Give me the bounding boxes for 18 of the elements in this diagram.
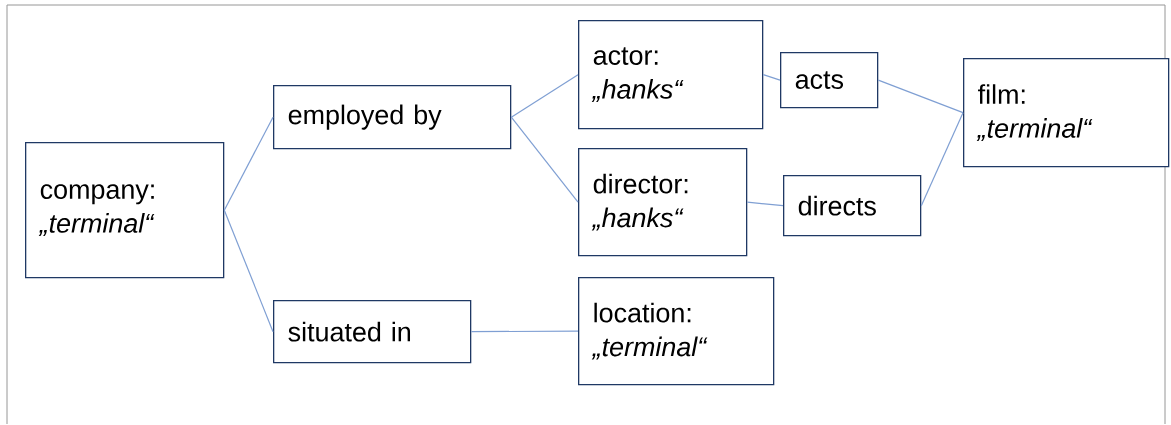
connector-line — [510, 74, 579, 118]
concept-box: situated in — [273, 300, 472, 364]
concept-box: director: „hanks“ — [578, 148, 748, 257]
connector-line — [877, 79, 964, 114]
concept-box: film: „terminal“ — [963, 58, 1170, 168]
concept-box: acts — [780, 52, 879, 109]
connector-line — [746, 201, 784, 207]
concept-box: employed by — [273, 85, 512, 150]
connector-line — [920, 112, 964, 207]
connector-line — [762, 74, 781, 81]
concept-box: actor: „hanks“ — [578, 20, 764, 130]
concept-box: directs — [783, 175, 922, 237]
connector-line — [510, 116, 579, 203]
connector-line — [223, 116, 274, 211]
connector-line — [223, 209, 274, 333]
concept-box: location: „terminal“ — [578, 277, 775, 386]
connector-line — [470, 330, 579, 333]
concept-box: company: „terminal“ — [25, 142, 225, 279]
